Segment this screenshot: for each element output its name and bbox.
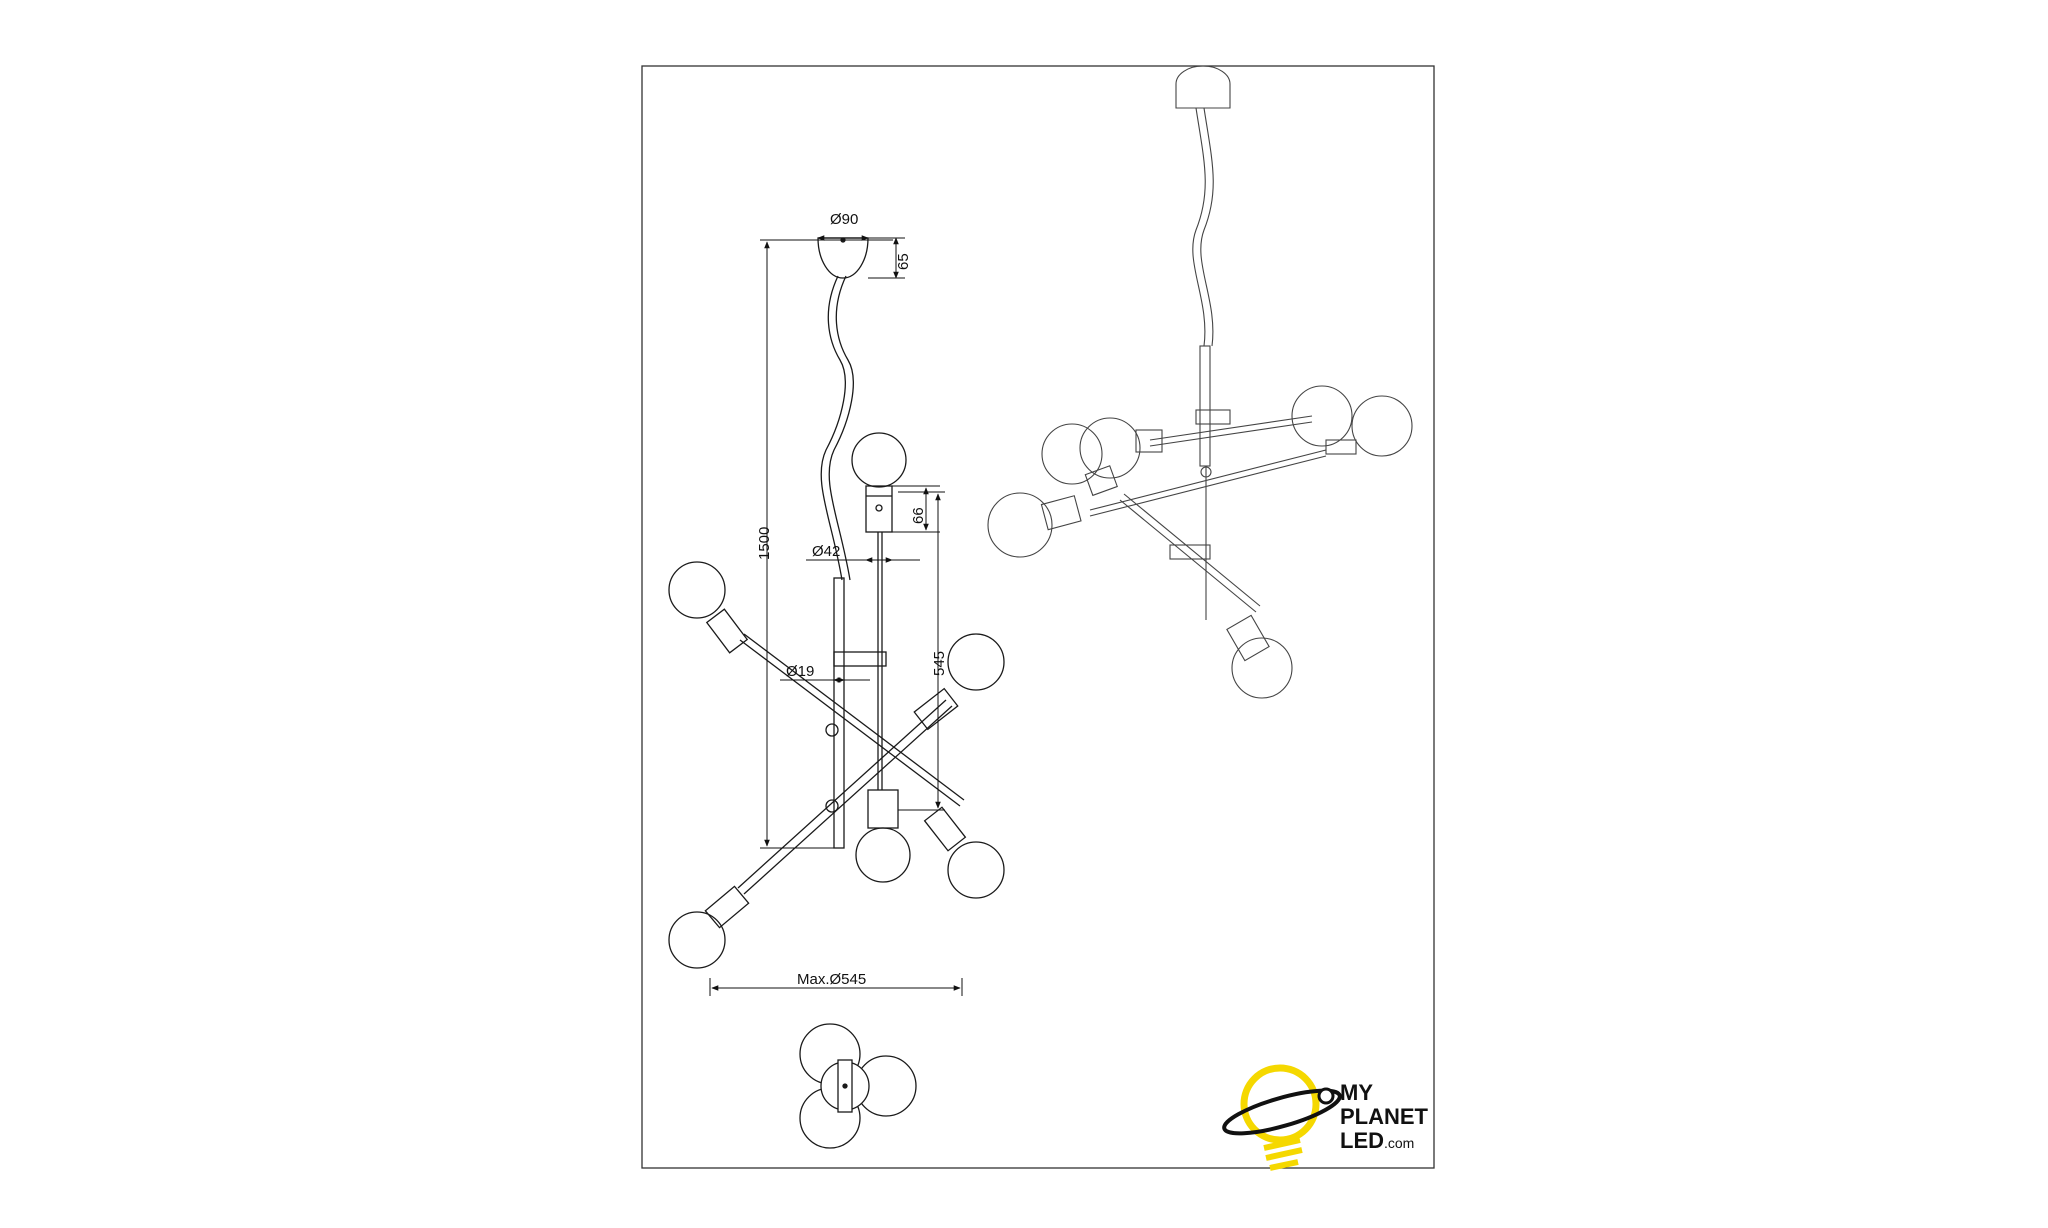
drawing-frame	[641, 65, 1435, 1169]
bulb	[855, 827, 911, 883]
dimension-lines	[709, 235, 963, 996]
dim-max-diameter: Max.Ø545	[797, 971, 866, 988]
logo-line-my: MY	[1340, 1080, 1373, 1105]
logo-orbit-icon	[1222, 1088, 1342, 1136]
dim-total-height: 1500	[756, 527, 773, 560]
myplanetled-logo: MY PLANET LED.com	[1222, 1064, 1429, 1171]
top-view-drawing	[799, 1023, 917, 1149]
diagonal-rod	[737, 699, 947, 889]
bulb	[668, 561, 726, 619]
logo-bulb-icon	[1240, 1064, 1320, 1144]
logo-line-planet: PLANET	[1340, 1104, 1429, 1129]
bulb	[851, 432, 907, 488]
suspension-cable	[820, 275, 846, 581]
bulb	[947, 841, 1005, 899]
front-view-drawing	[668, 237, 1005, 969]
dim-canopy-diameter: Ø90	[830, 211, 858, 228]
dim-socket-height: 66	[910, 507, 927, 524]
dim-socket-diameter: Ø42	[812, 543, 840, 560]
socket	[865, 485, 893, 533]
dim-rod-span: 545	[931, 651, 948, 676]
dim-rod-diameter: Ø19	[786, 663, 814, 680]
vertical-rod	[833, 577, 845, 849]
dim-canopy-height: 65	[895, 253, 912, 270]
bulb	[947, 633, 1005, 691]
collar	[833, 651, 887, 667]
logo-line-led: LED.com	[1340, 1128, 1414, 1153]
perspective-view-drawing	[987, 65, 1413, 699]
canopy	[817, 237, 869, 279]
dimension-labels: Ø90 65 1500 66 Ø42 545 Ø19 Max.Ø545	[756, 211, 948, 988]
diagonal-rod	[739, 639, 961, 807]
bulb	[668, 911, 726, 969]
